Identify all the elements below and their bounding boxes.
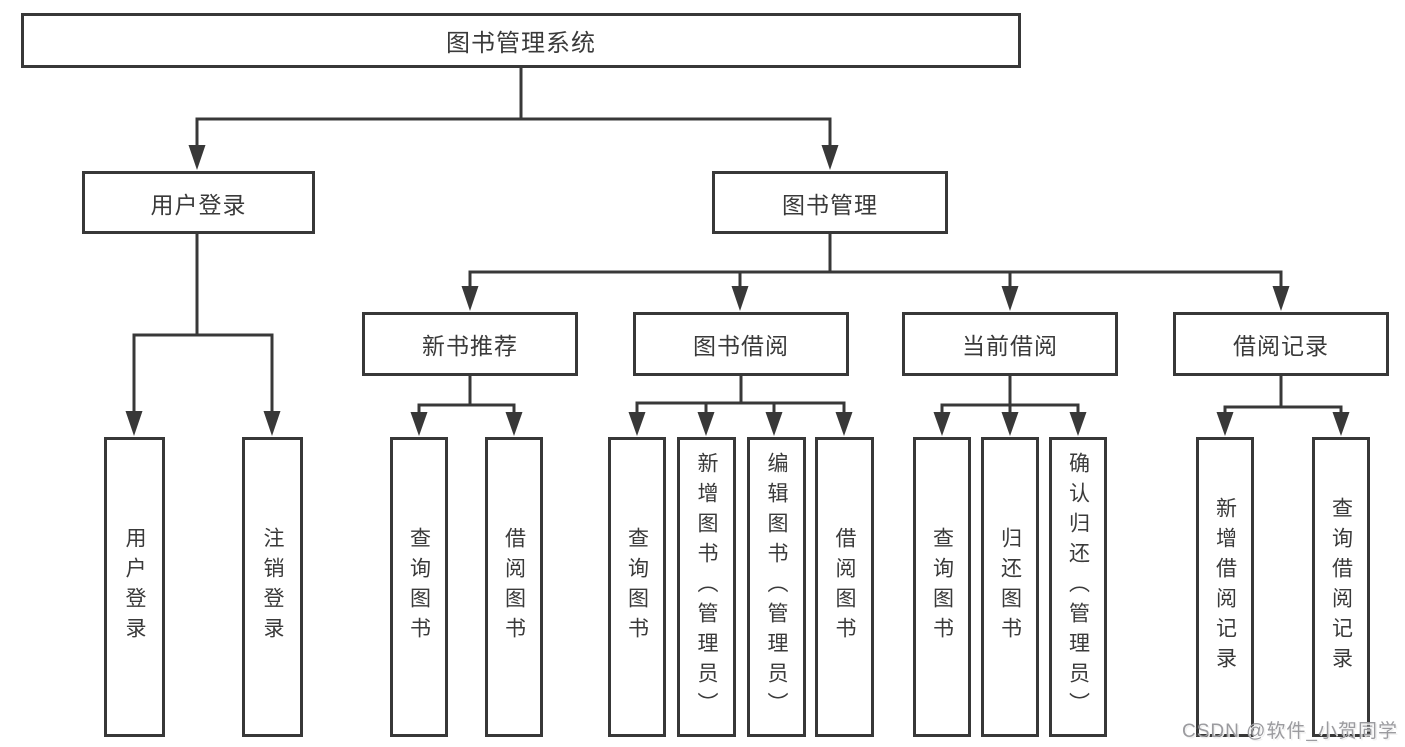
node-current-borrowing: 当前借阅: [902, 312, 1118, 376]
leaf-user-login: 用户登录: [104, 437, 165, 737]
leaf-borrow-books-recommend: 借阅图书: [485, 437, 543, 737]
node-borrowing-records: 借阅记录: [1173, 312, 1389, 376]
leaf-return-books: 归还图书: [981, 437, 1039, 737]
node-new-book-recommendation: 新书推荐: [362, 312, 578, 376]
leaf-add-borrow-record: 新增借阅记录: [1196, 437, 1254, 737]
leaf-logout: 注销登录: [242, 437, 303, 737]
csdn-watermark: CSDN @软件_小贺同学: [1182, 721, 1398, 742]
leaf-edit-books-admin: 编辑图书（管理员）: [747, 437, 806, 737]
leaf-query-books-current: 查询图书: [913, 437, 971, 737]
leaf-confirm-return-admin: 确认归还（管理员）: [1049, 437, 1107, 737]
leaf-borrow-books: 借阅图书: [815, 437, 874, 737]
leaf-query-books-recommend: 查询图书: [390, 437, 448, 737]
node-library-management-system: 图书管理系统: [21, 13, 1021, 68]
leaf-add-books-admin: 新增图书（管理员）: [677, 437, 736, 737]
leaf-query-books-borrowing: 查询图书: [608, 437, 666, 737]
node-book-borrowing: 图书借阅: [633, 312, 849, 376]
leaf-query-borrow-record: 查询借阅记录: [1312, 437, 1370, 737]
node-user-login: 用户登录: [82, 171, 315, 234]
node-book-management: 图书管理: [712, 171, 948, 234]
